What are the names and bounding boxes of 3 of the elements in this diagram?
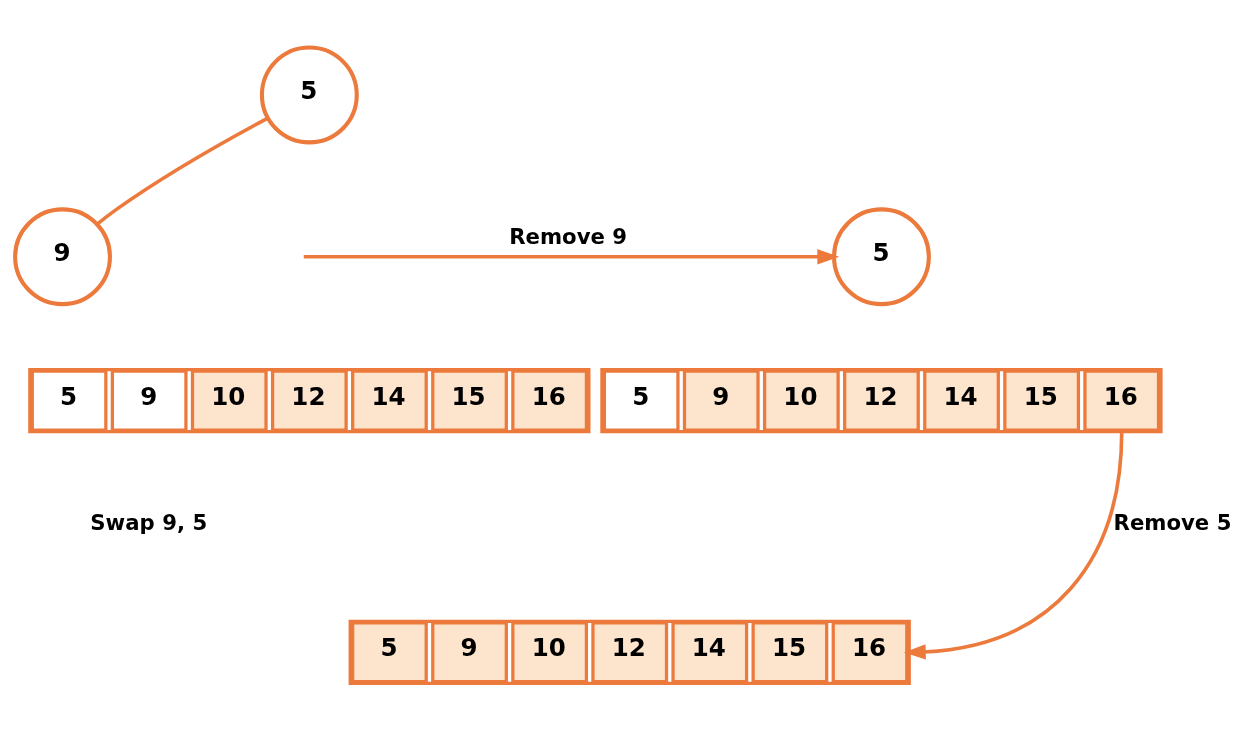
- edge-label: Remove 5: [1113, 509, 1232, 535]
- edge-label: Remove 9: [509, 223, 628, 249]
- label: Swap 9, 5: [90, 509, 208, 535]
